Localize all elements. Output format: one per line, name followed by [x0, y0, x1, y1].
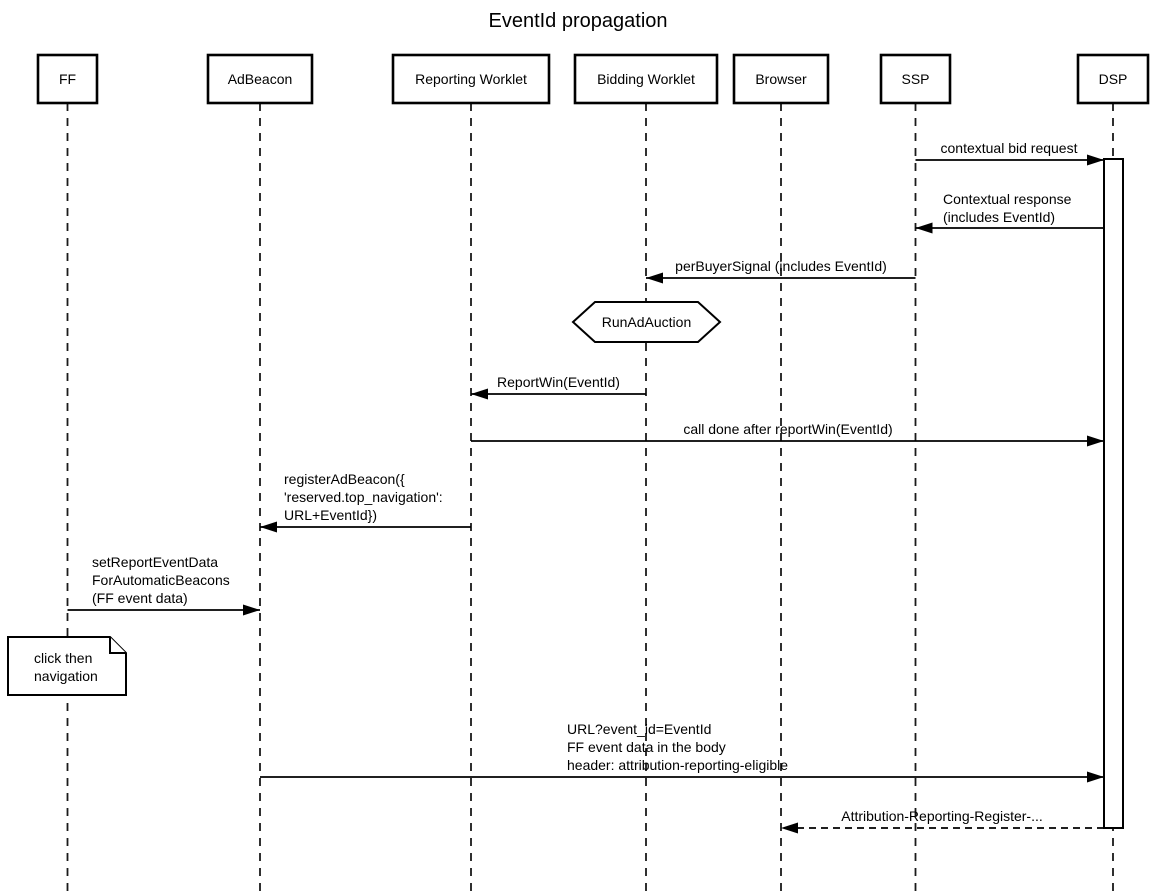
note-shape: [7, 636, 127, 696]
message-label: perBuyerSignal (includes EventId): [675, 258, 887, 274]
message-url-event-id: URL?event_id=EventId FF event data in th…: [260, 721, 1104, 783]
message-label: call done after reportWin(EventId): [683, 421, 892, 437]
participant-box-ssp: [879, 53, 952, 105]
message-label: Attribution-Reporting-Register-...: [841, 808, 1043, 824]
message-label-line-3: header: attribution-reporting-eligible: [567, 757, 788, 773]
participant-label-ssp: SSP: [901, 71, 929, 87]
note-click-then-navigation: click then navigation: [7, 636, 127, 696]
participant-label-ff: FF: [59, 71, 76, 87]
activation-bar-dsp: [1103, 158, 1124, 829]
participant-box-bidding-worklet: [573, 53, 719, 105]
run-ad-auction-hexagon: [571, 301, 722, 343]
run-ad-auction-label: RunAdAuction: [602, 314, 692, 330]
message-attribution-reporting-register: Attribution-Reporting-Register-...: [781, 808, 1104, 834]
note-label-line-1: click then: [34, 650, 92, 666]
participant-label-reporting-worklet: Reporting Worklet: [415, 71, 527, 87]
participant-browser: Browser: [732, 53, 830, 105]
participant-box-ff: [36, 53, 99, 105]
message-per-buyer-signal: perBuyerSignal (includes EventId): [646, 258, 916, 284]
activity-run-ad-auction: RunAdAuction: [571, 301, 722, 343]
message-label-line-3: (FF event data): [92, 590, 188, 606]
participant-ssp: SSP: [879, 53, 952, 105]
message-call-done: call done after reportWin(EventId): [471, 421, 1104, 447]
participant-label-browser: Browser: [755, 71, 807, 87]
note-fold-icon: [109, 637, 126, 654]
participant-reporting-worklet: Reporting Worklet: [391, 53, 551, 105]
message-contextual-response: Contextual response (includes EventId): [915, 191, 1104, 234]
participant-bidding-worklet: Bidding Worklet: [573, 53, 719, 105]
participant-label-bidding-worklet: Bidding Worklet: [597, 71, 695, 87]
participant-label-adbeacon: AdBeacon: [228, 71, 293, 87]
diagram-title: EventId propagation: [488, 10, 667, 32]
participant-label-dsp: DSP: [1099, 71, 1128, 87]
message-label-line-1: registerAdBeacon({: [284, 471, 405, 487]
message-report-win: ReportWin(EventId): [471, 374, 646, 400]
participant-box-dsp: [1076, 53, 1150, 105]
message-set-report-event-data: setReportEventData ForAutomaticBeacons (…: [67, 554, 260, 616]
note-label-line-2: navigation: [34, 668, 98, 684]
message-contextual-bid-request: contextual bid request: [915, 140, 1104, 166]
message-label-line-3: URL+EventId}): [284, 507, 377, 523]
message-label-line-1: Contextual response: [943, 191, 1072, 207]
participant-ff: FF: [36, 53, 99, 105]
message-label: ReportWin(EventId): [497, 374, 620, 390]
message-label-line-2: (includes EventId): [943, 209, 1055, 225]
participant-box-adbeacon: [206, 53, 314, 105]
message-label-line-2: 'reserved.top_navigation':: [284, 489, 443, 505]
participant-dsp: DSP: [1076, 53, 1150, 105]
message-label-line-2: ForAutomaticBeacons: [92, 572, 230, 588]
participant-box-browser: [732, 53, 830, 105]
message-label: contextual bid request: [941, 140, 1078, 156]
message-register-ad-beacon: registerAdBeacon({ 'reserved.top_navigat…: [260, 471, 471, 533]
participant-adbeacon: AdBeacon: [206, 53, 314, 105]
message-label-line-2: FF event data in the body: [567, 739, 726, 755]
message-label-line-1: setReportEventData: [92, 554, 218, 570]
participant-box-reporting-worklet: [391, 53, 551, 105]
message-label-line-1: URL?event_id=EventId: [567, 721, 711, 737]
